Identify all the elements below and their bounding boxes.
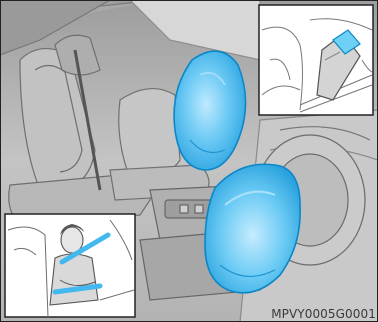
figure-code: MPVY0005G0001 bbox=[271, 307, 376, 321]
buckle-inset bbox=[259, 5, 373, 115]
occupant-inset bbox=[5, 214, 135, 317]
